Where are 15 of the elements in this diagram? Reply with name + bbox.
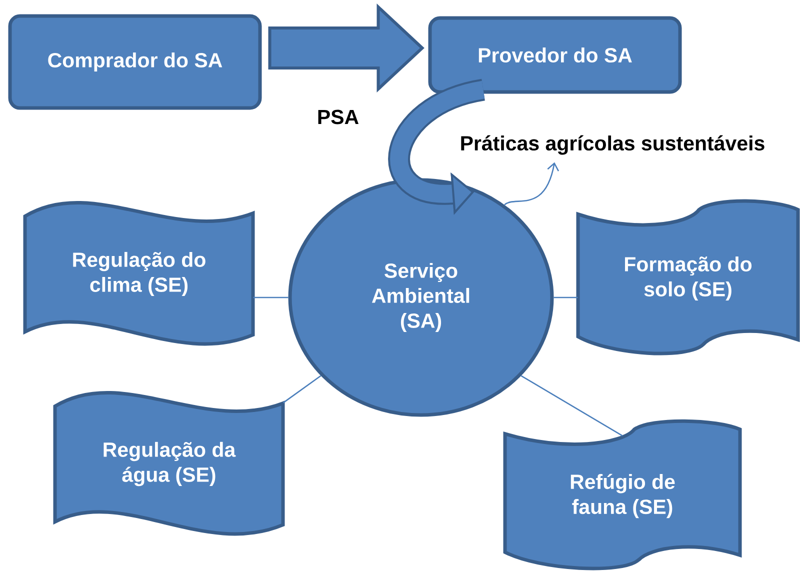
edge-label: PSA xyxy=(314,108,362,126)
arrow xyxy=(504,162,560,206)
connector-line xyxy=(253,296,288,298)
tape-banner: Refúgio de fauna (SE) xyxy=(503,419,742,570)
rounded-box: Provedor do SA xyxy=(428,16,682,94)
text-label: Práticas agrícolas sustentáveis xyxy=(461,135,764,155)
rounded-box: Comprador do SA xyxy=(8,14,262,110)
ellipse-node: Serviço Ambiental (SA) xyxy=(288,178,554,417)
tape-banner: Formação do solo (SE) xyxy=(576,199,800,356)
wave-banner: Regulação da água (SE) xyxy=(53,390,285,536)
connector-line xyxy=(520,375,623,436)
connector-line xyxy=(282,375,322,404)
block-arrow xyxy=(268,4,424,92)
wave-banner: Regulação do clima (SE) xyxy=(23,200,255,346)
connector-line xyxy=(554,296,578,298)
